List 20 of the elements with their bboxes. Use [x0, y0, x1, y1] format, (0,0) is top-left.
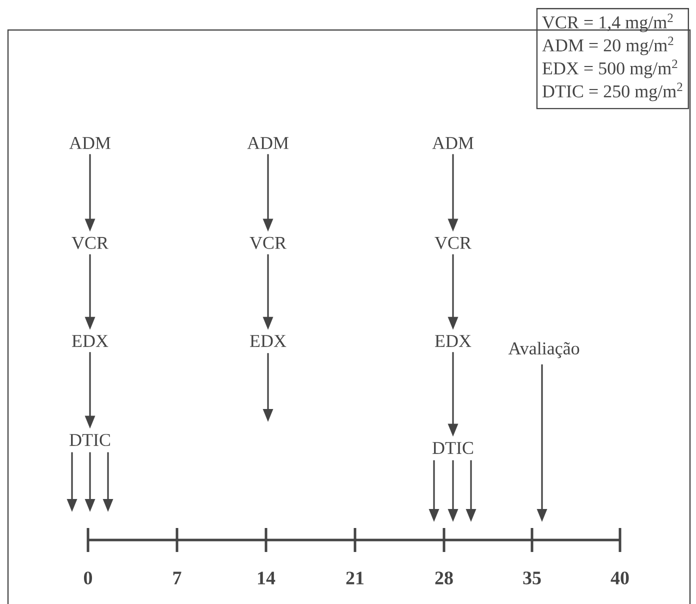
legend-box: VCR = 1,4 mg/m$^{2}$ ADM = 20 mg/m$^{2}$ EDX = 500 mg/m$^{2}$ DTIC = 250 mg/m$^{2}$	[536, 8, 689, 110]
drug-label: VCR	[434, 236, 472, 250]
drug-label: DTIC	[432, 442, 473, 454]
drug-label: VCR	[72, 236, 108, 250]
drug-label: ADM	[432, 137, 474, 149]
tick-label: 21	[346, 572, 364, 584]
drug-label: DTIC	[70, 434, 110, 446]
tick-label: 0	[84, 572, 92, 584]
tick-label: 35	[523, 572, 541, 584]
drug-label: VCR	[250, 236, 286, 250]
drug-label: ADM	[247, 137, 288, 149]
tick-label: 28	[435, 572, 453, 584]
tick-label: 14	[258, 572, 276, 584]
tick-label: 40	[610, 572, 629, 584]
drug-label: EDX	[72, 335, 108, 347]
drug-label: EDX	[250, 335, 286, 347]
drug-label: EDX	[435, 335, 472, 347]
drug-label: Avaliação	[508, 342, 580, 358]
drug-label: ADM	[69, 137, 110, 149]
tick-label: 7	[173, 572, 182, 584]
